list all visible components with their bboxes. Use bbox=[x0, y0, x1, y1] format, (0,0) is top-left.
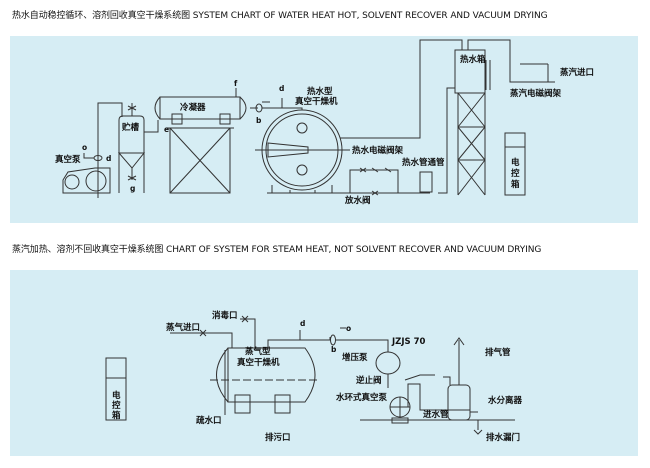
condenser bbox=[154, 88, 247, 194]
hot-water-dryer bbox=[250, 39, 463, 194]
condenser-label: 冷凝器 bbox=[180, 102, 206, 113]
drain-valve-label: 放水阀 bbox=[344, 195, 371, 206]
top-chart-title: 热水自动稳控循环、溶剂回收真空干燥系统图 SYSTEM CHART OF WAT… bbox=[12, 11, 548, 21]
steam-dryer bbox=[170, 315, 389, 415]
hot-water-valve-rack-label: 热水电磁阀架 bbox=[352, 145, 404, 156]
marker-d: d bbox=[300, 319, 305, 328]
marker-b: b bbox=[256, 116, 262, 125]
top-panel bbox=[10, 36, 638, 223]
dryer-label-line2: 真空干燥机 bbox=[237, 357, 280, 368]
control-box-char: 箱 bbox=[111, 410, 121, 421]
marker-f: f bbox=[234, 79, 238, 88]
check-valve-label: 逆止阀 bbox=[356, 375, 382, 386]
storage-tank-label: 贮槽 bbox=[121, 122, 140, 133]
booster-pump-label: 增压泵 bbox=[342, 352, 368, 363]
marker-o: o bbox=[82, 143, 87, 152]
disinfect-port-label: 消毒口 bbox=[212, 310, 238, 321]
marker-d2: d bbox=[279, 84, 284, 93]
hot-water-tank bbox=[454, 39, 555, 196]
exhaust-pipe-label: 排气管 bbox=[485, 347, 511, 358]
control-box-char: 电 bbox=[112, 390, 121, 401]
control-box-char: 箱 bbox=[510, 179, 520, 190]
hot-water-valve-rack bbox=[320, 87, 455, 196]
control-box-top bbox=[504, 132, 526, 196]
water-separator-label: 水分离器 bbox=[487, 395, 523, 406]
marker-o: o bbox=[346, 324, 351, 333]
dryer-label-line2: 真空干燥机 bbox=[295, 96, 338, 107]
marker-d: d bbox=[106, 154, 111, 163]
steam-valve-rack-label: 蒸汽电磁阀架 bbox=[510, 88, 562, 99]
vacuum-pump bbox=[62, 102, 123, 198]
hot-water-pipe-label: 热水管通管 bbox=[402, 157, 445, 168]
dryer-label-line1: 蒸气型 bbox=[245, 346, 271, 357]
drain-port-label: 疏水口 bbox=[196, 415, 222, 426]
control-box-bottom bbox=[105, 357, 127, 421]
vacuum-pump-label: 真空泵 bbox=[55, 154, 81, 165]
inlet-pipe-label: 进水管 bbox=[423, 409, 449, 420]
steam-inlet-label: 蒸汽进口 bbox=[560, 67, 594, 78]
marker-b: b bbox=[331, 345, 337, 354]
control-box-char: 控 bbox=[511, 168, 520, 179]
bottom-panel bbox=[10, 270, 638, 456]
drain-funnel-label: 排水漏门 bbox=[486, 432, 520, 443]
sewage-port-label: 排污口 bbox=[265, 432, 291, 443]
hot-water-tank-label: 热水箱 bbox=[460, 54, 486, 65]
marker-e: e bbox=[164, 125, 169, 134]
storage-tank bbox=[117, 103, 159, 193]
control-box-char: 控 bbox=[112, 400, 121, 411]
steam-inlet-label: 蒸气进口 bbox=[166, 322, 200, 333]
control-box-char: 电 bbox=[511, 157, 520, 168]
dryer-label-line1: 热水型 bbox=[307, 86, 333, 97]
vacuum-pump-unit bbox=[360, 337, 515, 435]
bottom-chart-title: 蒸汽加热、溶剂不回收真空干燥系统图 CHART OF SYSTEM FOR ST… bbox=[12, 245, 542, 255]
water-ring-pump-label: 水环式真空泵 bbox=[335, 392, 388, 403]
marker-g: g bbox=[130, 184, 135, 193]
booster-model-label: JZJS 70 bbox=[391, 337, 425, 347]
